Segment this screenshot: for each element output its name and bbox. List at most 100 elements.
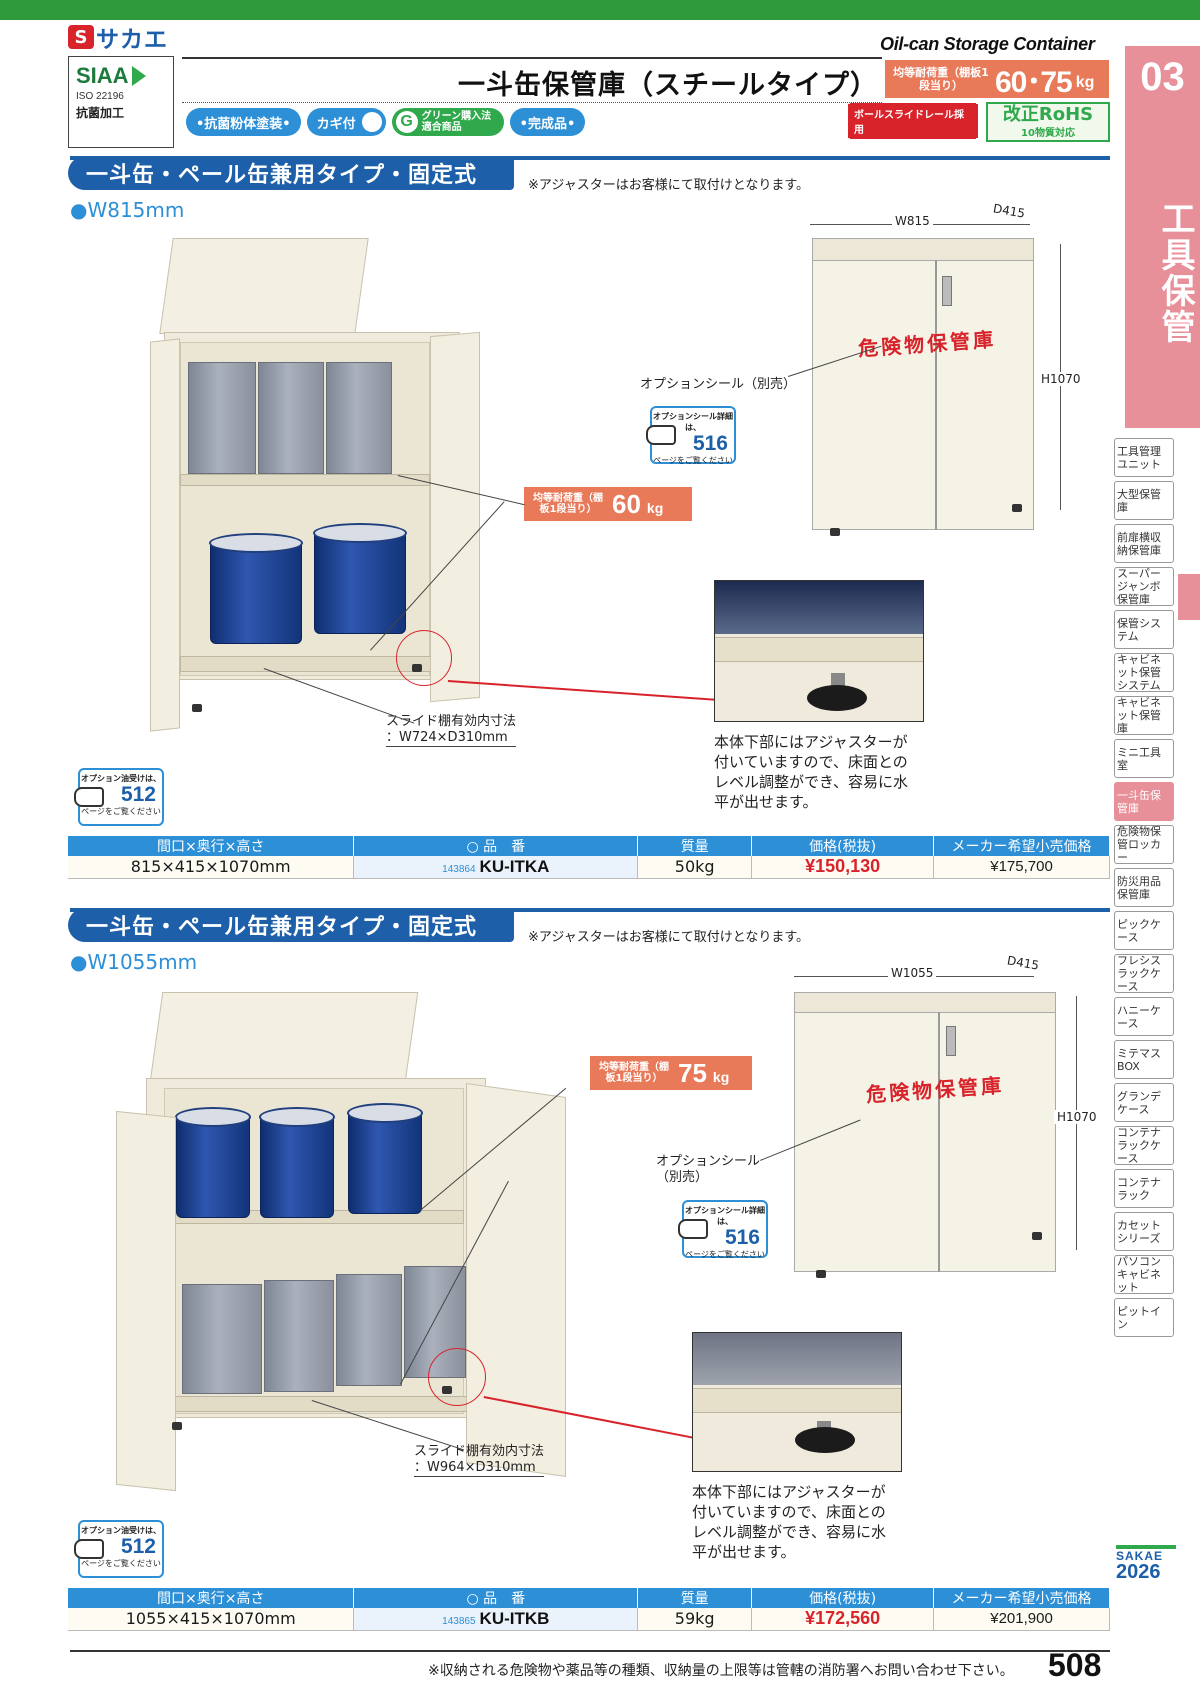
rohs-title: 改正RoHS (1002, 103, 1094, 125)
catalog-brand: SAKAE (1116, 1549, 1164, 1563)
pointing-hand-icon (678, 1219, 708, 1239)
side-nav-item[interactable]: キャビネット保管システム (1114, 653, 1174, 692)
oil-tray-page: 512 (120, 1535, 156, 1558)
footer-note: ※収納される危険物や薬品等の種類、収納量の上限等は管轄の消防署へお問い合わせ下さ… (428, 1663, 1014, 1679)
load-unit: kg (1075, 74, 1095, 91)
header-price: 価格(税抜) (751, 836, 935, 856)
page-number: 508 (1048, 1647, 1102, 1683)
siaa-arrow-icon (131, 66, 146, 86)
title-dotted-rule (182, 102, 882, 103)
lock-icon (946, 1026, 956, 1056)
option-seal-page: 516 (724, 1226, 760, 1249)
side-nav-item[interactable]: グランデケース (1114, 1083, 1174, 1122)
oil-tray-reference[interactable]: オプション油受けは、 512 ページをご覧ください (74, 1520, 164, 1578)
option-seal-reference[interactable]: オプションシール詳細は、 516 ページをご覧ください (646, 406, 736, 465)
oil-tray-reference[interactable]: オプション油受けは、 512 ページをご覧ください (74, 768, 164, 826)
title-rule (182, 57, 882, 59)
section-bar (70, 156, 1110, 160)
side-nav-item[interactable]: 大型保管庫 (1114, 481, 1174, 520)
load-value: 60･75 (995, 66, 1073, 99)
spec-table: 間口×奥行×高さ ○ 品 番 質量 価格(税抜) メーカー希望小売価格 815×… (68, 836, 1110, 879)
oil-can (188, 362, 256, 474)
drawing-body (794, 1012, 1056, 1272)
option-seal-reference[interactable]: オプションシール詳細は、 516 ページをご覧ください (678, 1200, 768, 1259)
header-retail: メーカー希望小売価格 (933, 836, 1110, 856)
door-seam (938, 1012, 940, 1272)
oil-tray-page: 512 (120, 783, 156, 806)
seal-caption: オプションシール（別売） (656, 1154, 761, 1185)
drawing-foot (830, 528, 840, 536)
cabinet-door-right (466, 1082, 566, 1478)
side-nav-item[interactable]: ハニーケース (1114, 997, 1174, 1036)
pail-can (347, 1103, 423, 1214)
slide-shelf-caption: スライド棚有効内寸法 ：W964×D310mm (414, 1444, 545, 1477)
dimension-depth: D415 (989, 200, 1030, 222)
side-nav-item[interactable]: 危険物保管ロッカー (1114, 825, 1174, 864)
key-circle-icon (361, 112, 382, 132)
spec-header-row: 間口×奥行×高さ ○ 品 番 質量 価格(税抜) メーカー希望小売価格 (68, 836, 1110, 856)
brand-logo: S サカエ (68, 24, 172, 53)
oil-can (182, 1284, 262, 1394)
brand-mark: S (68, 25, 94, 49)
width-label: ●W1055mm (70, 950, 198, 974)
side-nav-item[interactable]: ピットイン (1114, 1298, 1174, 1337)
side-nav-item[interactable]: ピックケース (1114, 911, 1174, 950)
side-nav-item[interactable]: フレシスラックケース (1114, 954, 1174, 993)
side-nav-item[interactable]: 工具管理ユニット (1114, 438, 1174, 477)
side-nav-item[interactable]: ミテマスBOX (1114, 1040, 1174, 1079)
header-retail: メーカー希望小売価格 (933, 1588, 1110, 1608)
spec-table: 間口×奥行×高さ ○ 品 番 質量 価格(税抜) メーカー希望小売価格 1055… (68, 1588, 1110, 1631)
pail-can (175, 1107, 251, 1218)
model-number: KU-ITKB (479, 1608, 550, 1628)
pointing-hand-icon (74, 787, 104, 807)
header-weight: 質量 (637, 836, 753, 856)
model-number: KU-ITKA (479, 856, 550, 876)
slide-shelf-caption: スライド棚有効内寸法 ：W724×D310mm (386, 714, 517, 747)
side-nav-item[interactable]: カセットシリーズ (1114, 1212, 1174, 1251)
dimension-width: W815 (892, 214, 933, 228)
cabinet-door-left (116, 1110, 176, 1492)
cell-retail: ¥175,700 (933, 856, 1110, 879)
siaa-logo: SIAA (76, 63, 166, 89)
drawing-body (812, 260, 1034, 530)
cabinet-lid (159, 238, 369, 334)
side-nav-item[interactable]: コンテナラックケース (1114, 1126, 1174, 1165)
cell-price: ¥150,130 (751, 856, 935, 879)
oil-can (264, 1280, 334, 1392)
side-nav-item[interactable]: キャビネット保管庫 (1114, 696, 1174, 735)
adjuster-highlight-circle (428, 1348, 486, 1406)
side-nav-item[interactable]: 防災用品保管庫 (1114, 868, 1174, 907)
side-nav-item[interactable]: パソコンキャビネット (1114, 1255, 1174, 1294)
door-seam (935, 260, 937, 530)
cabinet-door-left (150, 338, 180, 732)
side-nav-item[interactable]: 保管システム (1114, 610, 1174, 649)
side-nav-item[interactable]: コンテナラック (1114, 1169, 1174, 1208)
shelf-load-value: 60 (612, 488, 641, 519)
shelf-load-value: 75 (678, 1057, 707, 1088)
pointing-hand-icon (646, 425, 676, 445)
side-nav-item-active[interactable]: 一斗缶保管庫 (1114, 782, 1174, 821)
side-nav-item[interactable]: ミニ工具室 (1114, 739, 1174, 778)
side-nav-item[interactable]: スーパージャンボ保管庫 (1114, 567, 1174, 606)
side-nav-item[interactable]: 前扉横収納保管庫 (1114, 524, 1174, 563)
cabinet-drawing: W815 D415 危険物保管庫 H1070 (800, 200, 1084, 540)
order-code: 143865 (442, 1615, 476, 1627)
slide-rail-badge: ボールスライドレール採用 (848, 103, 978, 139)
side-nav: 工具管理ユニット 大型保管庫 前扉横収納保管庫 スーパージャンボ保管庫 保管シス… (1114, 438, 1174, 1341)
drawing-foot (1012, 504, 1022, 512)
header-model: ○ 品 番 (353, 1588, 639, 1608)
shelf-load-badge: 均等耐荷重（棚板1段当り） 75 kg (590, 1056, 752, 1090)
header-size: 間口×奥行×高さ (68, 1588, 355, 1608)
cabinet-drawing: W1055 D415 危険物保管庫 H1070 (780, 952, 1100, 1284)
dimension-width: W1055 (888, 966, 937, 980)
cell-weight: 50kg (637, 856, 753, 879)
load-label: 均等耐荷重（棚板1段当り） (893, 66, 989, 92)
order-code: 143864 (442, 863, 476, 875)
tag-key: カギ付 (306, 108, 386, 136)
cell-retail: ¥201,900 (933, 1608, 1110, 1631)
